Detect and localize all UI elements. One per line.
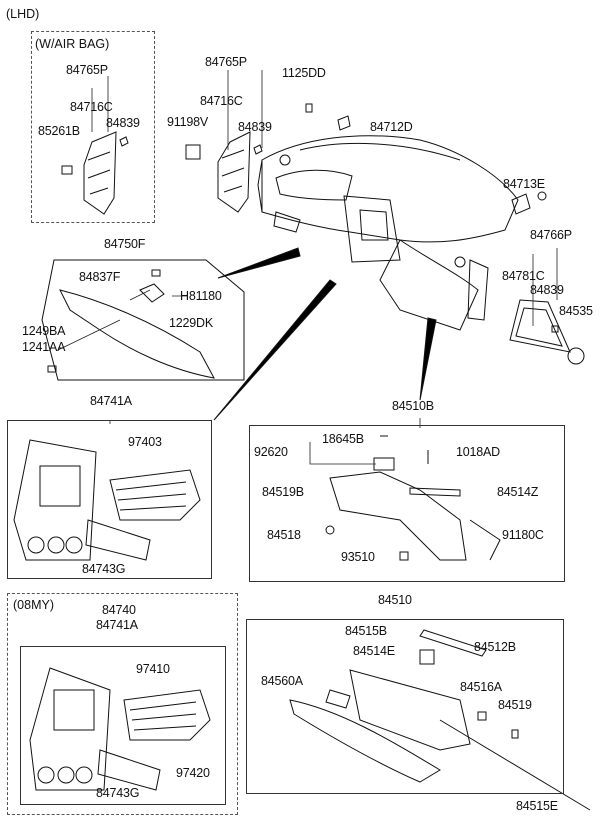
part-label: 84518 — [267, 528, 301, 542]
part-label: 84781C — [502, 269, 545, 283]
part-label: 84839 — [530, 283, 564, 297]
lower-panel-drawing — [325, 435, 501, 561]
part-label: 84743G — [96, 786, 140, 800]
part-label: H81180 — [180, 289, 222, 303]
panel-08my-box — [7, 593, 238, 815]
part-label: 1241AA — [22, 340, 66, 354]
part-label: 84839 — [106, 116, 140, 130]
part-label: 84765P — [66, 63, 108, 77]
part-label: 1229DK — [169, 316, 213, 330]
dashboard-drawing — [257, 135, 547, 331]
part-label: 84839 — [238, 120, 272, 134]
panel-title: 84741A — [90, 394, 132, 408]
panel-08my-inner-box — [20, 646, 226, 805]
part-label: 84743G — [82, 562, 126, 576]
part-label: 1125DD — [282, 66, 326, 80]
panel-title: 84510B — [392, 399, 434, 413]
cover-drawing — [47, 269, 215, 379]
leader-lines — [57, 70, 558, 465]
part-label: 84514E — [353, 644, 395, 658]
part-label: 84741A — [96, 618, 138, 632]
part-label: 91198V — [167, 115, 208, 129]
airbag-bracket-drawing — [61, 131, 129, 215]
panel-title: 84750F — [104, 237, 146, 251]
airbag-group-title: (W/AIR BAG) — [35, 37, 110, 51]
top-bracket-drawing — [185, 103, 351, 213]
panel-84510B-box — [249, 425, 565, 582]
bezel-drawing — [13, 439, 201, 561]
panel-84741A-box — [7, 420, 212, 579]
part-label: 85261B — [38, 124, 80, 138]
panel-84510-box — [246, 619, 564, 794]
panel-84750F-outline — [41, 259, 245, 381]
part-label: 97410 — [136, 662, 170, 676]
part-label: 84514Z — [497, 485, 539, 499]
part-label: 1249BA — [22, 324, 66, 338]
part-label: 84713E — [503, 177, 545, 191]
part-label: 84766P — [530, 228, 572, 242]
part-label: 84837F — [79, 270, 121, 284]
part-label: 97420 — [176, 766, 210, 780]
part-label: 84716C — [200, 94, 243, 108]
airbag-group-box — [31, 31, 155, 223]
part-label: 1018AD — [456, 445, 500, 459]
variant-tag: (LHD) — [6, 7, 40, 21]
part-label: 84516A — [460, 680, 502, 694]
glovebox-drawing — [289, 629, 591, 811]
part-label: 84765P — [205, 55, 247, 69]
part-label: 84515B — [345, 624, 387, 638]
part-label: 91180C — [502, 528, 544, 542]
part-label: 93510 — [341, 550, 375, 564]
part-label: 84740 — [102, 603, 136, 617]
part-label: 97403 — [128, 435, 162, 449]
part-label: 84515E — [516, 799, 558, 813]
panel-title: 84510 — [378, 593, 412, 607]
part-label: 18645B — [322, 432, 364, 446]
part-label: 84519B — [262, 485, 304, 499]
part-label: 84535 — [559, 304, 593, 318]
part-label: 92620 — [254, 445, 288, 459]
part-label: 84512B — [474, 640, 516, 654]
side-trim-drawing — [509, 299, 585, 365]
panel-title: (08MY) — [13, 598, 54, 612]
part-label: 84560A — [261, 674, 303, 688]
part-label: 84716C — [70, 100, 113, 114]
part-label: 84712D — [370, 120, 413, 134]
part-label: 84519 — [498, 698, 532, 712]
bezel-08my-drawing — [29, 667, 211, 791]
